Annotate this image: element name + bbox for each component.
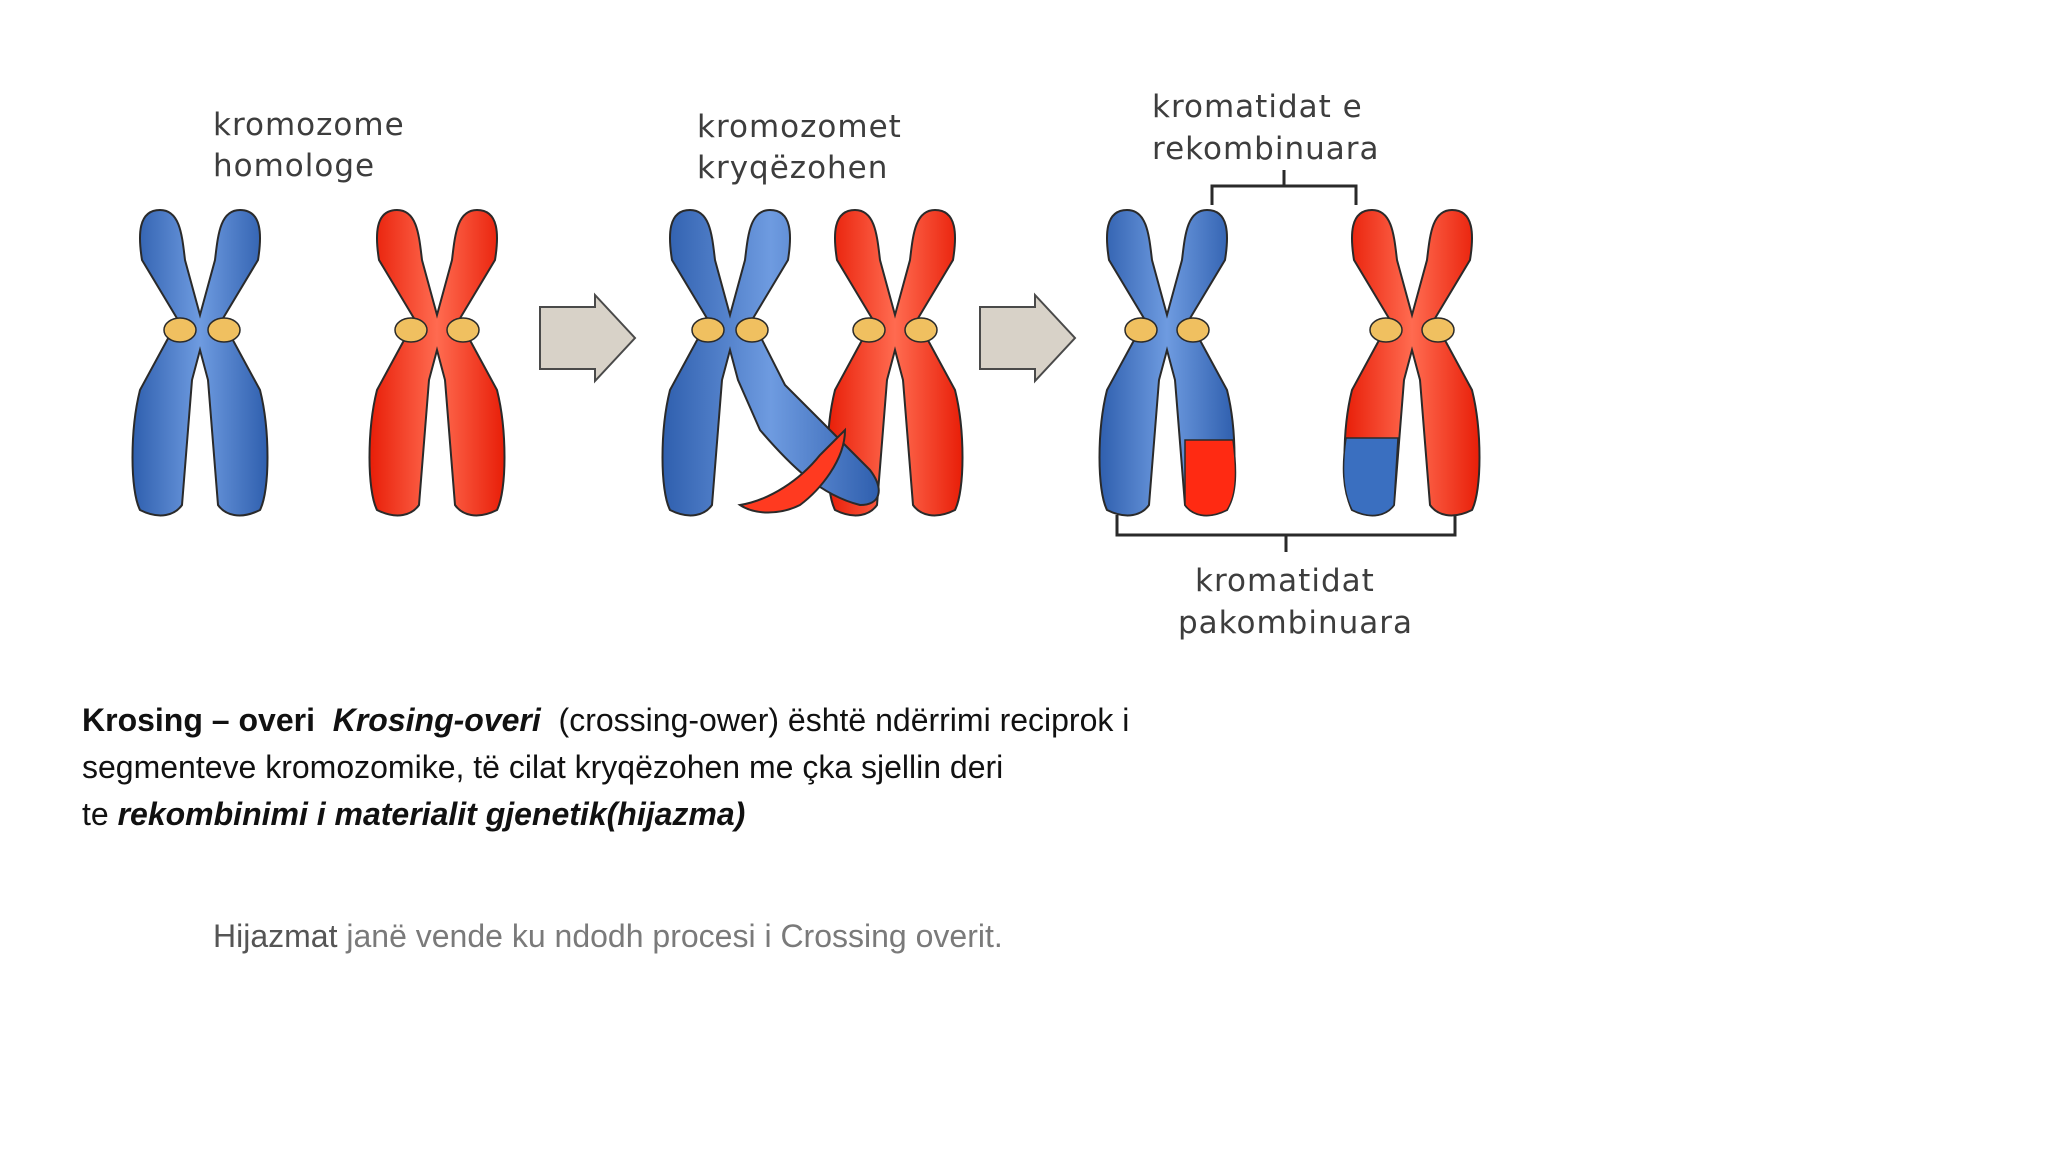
- term-bold-italic: Krosing-overi: [332, 702, 541, 738]
- arrow-right-icon: [539, 292, 637, 384]
- blue-chromosome: [131, 208, 269, 517]
- red-chromosome-recombined: [1342, 208, 1481, 517]
- crossing-pair: [661, 208, 964, 517]
- red-crossed-segment: [737, 427, 847, 514]
- recombined-pair: [1098, 208, 1481, 517]
- definition-line-3-emphasis: rekombinimi i materialit gjenetik(hijazm…: [117, 796, 746, 832]
- red-chromosome-crossing: [826, 208, 964, 517]
- definition-line-1: (crossing-ower) është ndërrimi reciprok …: [558, 702, 1130, 738]
- blue-chromosome-recombined: [1098, 208, 1237, 517]
- definition-line-2: segmenteve kromozomike, të cilat kryqëzo…: [82, 749, 1004, 785]
- homologous-pair: [131, 208, 506, 517]
- red-chromosome: [368, 208, 506, 517]
- label-homologous-2: homologe: [213, 148, 375, 184]
- definition-line-3-prefix: te: [82, 796, 109, 832]
- definition-paragraph: Krosing – overi Krosing-overi (crossing-…: [82, 697, 1282, 838]
- recombined-bracket: [1210, 170, 1358, 205]
- non-recombined-bracket: [1115, 515, 1457, 552]
- note-term: Hijazmat: [213, 918, 338, 954]
- blue-chromosome-crossing: [661, 208, 880, 517]
- crossing-over-diagram: kromozome homologe kromozomet kryqëzohen…: [131, 89, 1481, 641]
- term-bold: Krosing – overi: [82, 702, 315, 738]
- label-recombined-1: kromatidat e: [1152, 89, 1363, 125]
- chiasmata-note: Hijazmat janë vende ku ndodh procesi i C…: [213, 918, 1003, 955]
- label-recombined-2: rekombinuara: [1152, 131, 1379, 167]
- note-text: janë vende ku ndodh procesi i Crossing o…: [346, 918, 1003, 954]
- arrow-right-icon: [979, 292, 1077, 384]
- label-non-recombined-2: pakombinuara: [1178, 605, 1413, 641]
- label-crossing-2: kryqëzohen: [697, 150, 888, 186]
- label-homologous-1: kromozome: [213, 107, 405, 143]
- label-non-recombined-1: kromatidat: [1195, 563, 1375, 599]
- label-crossing-1: kromozomet: [697, 109, 902, 145]
